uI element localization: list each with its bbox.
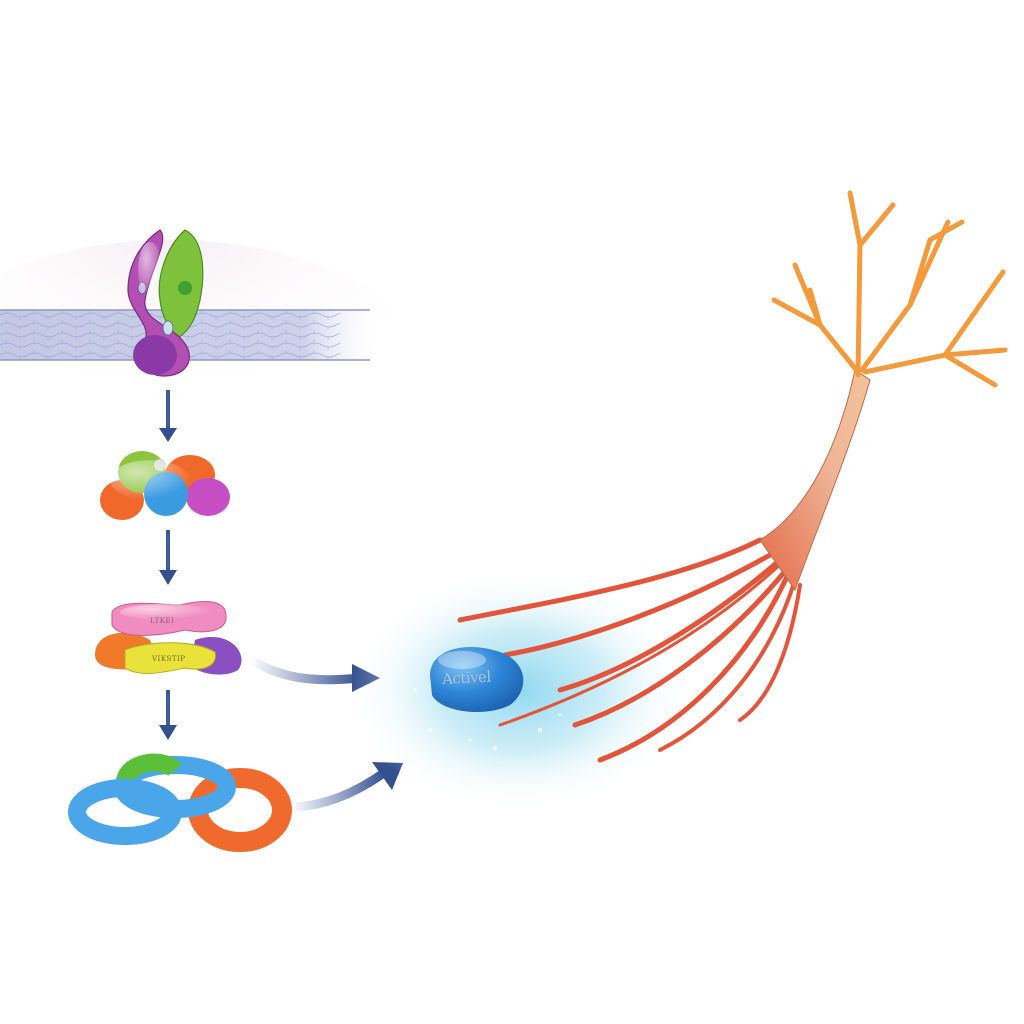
protein-stack — [95, 600, 242, 675]
curved-arrow-lower — [294, 762, 403, 812]
sparkles — [413, 688, 562, 750]
vertical-arrow-1 — [159, 390, 177, 442]
cytoplasm-tint — [0, 240, 430, 520]
ring-complex — [68, 753, 292, 852]
neuron — [457, 190, 1008, 763]
active-molecule — [430, 646, 524, 713]
vertical-arrow-2 — [159, 530, 177, 585]
vertical-arrow-3 — [159, 690, 177, 740]
receptor-dimer — [127, 229, 204, 377]
protein-cluster — [100, 451, 230, 520]
